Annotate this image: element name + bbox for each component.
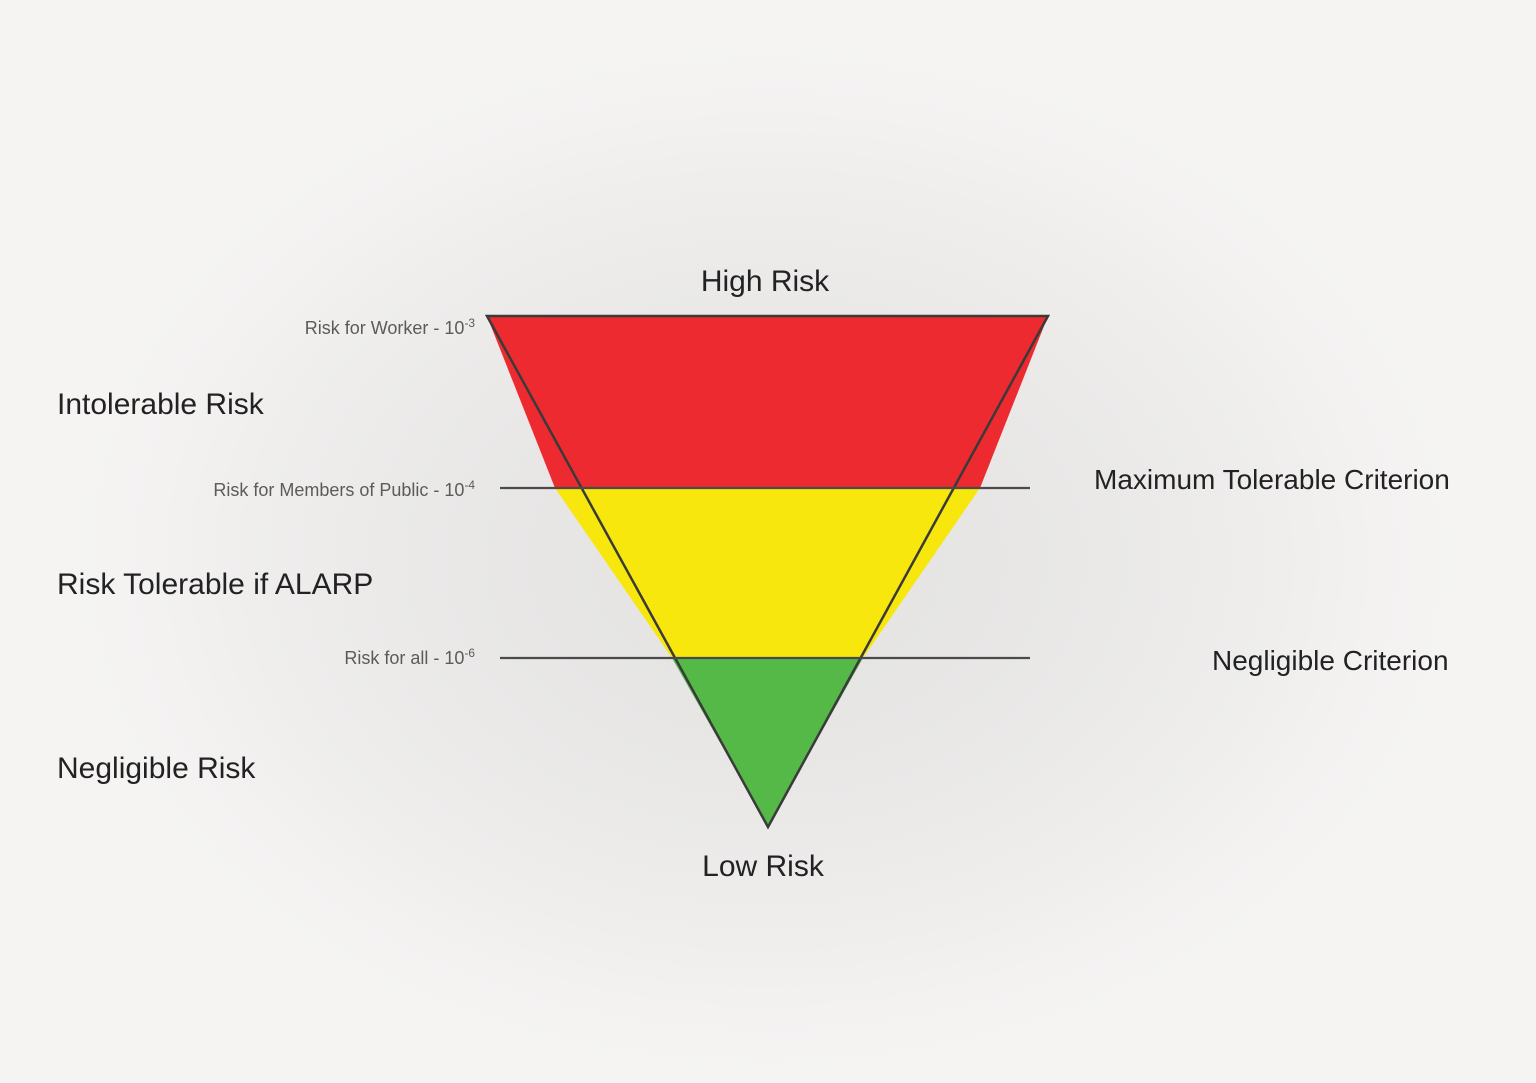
threshold-label-worker: Risk for Worker - 10-3 [304,316,475,338]
threshold-label-members-of-public: Risk for Members of Public - 10-4 [213,478,475,500]
threshold-worker-text: Risk for Worker - 10 [304,318,465,338]
triangle-outline [484,314,1051,830]
criterion-label-negligible: Negligible Criterion [1212,645,1449,676]
high-risk-label: High Risk [700,265,830,298]
threshold-public-exponent: -4 [464,478,475,492]
band-label-risk-tolerable-if-alarp: Risk Tolerable if ALARP [57,568,374,601]
band-intolerable-red [487,316,1048,488]
band-alarp-yellow [555,488,980,658]
threshold-worker-exponent: -3 [464,316,475,330]
threshold-all-text: Risk for all - 10 [344,648,465,668]
low-risk-label: Low Risk [702,850,824,883]
criterion-label-maximum-tolerable: Maximum Tolerable Criterion [1094,464,1450,495]
threshold-all-exponent: -6 [464,646,475,660]
band-label-negligible-risk: Negligible Risk [57,752,256,785]
threshold-public-text: Risk for Members of Public - 10 [213,480,465,500]
band-negligible-green [672,658,863,827]
band-label-intolerable-risk: Intolerable Risk [57,388,264,421]
threshold-label-all: Risk for all - 10-6 [344,646,475,668]
